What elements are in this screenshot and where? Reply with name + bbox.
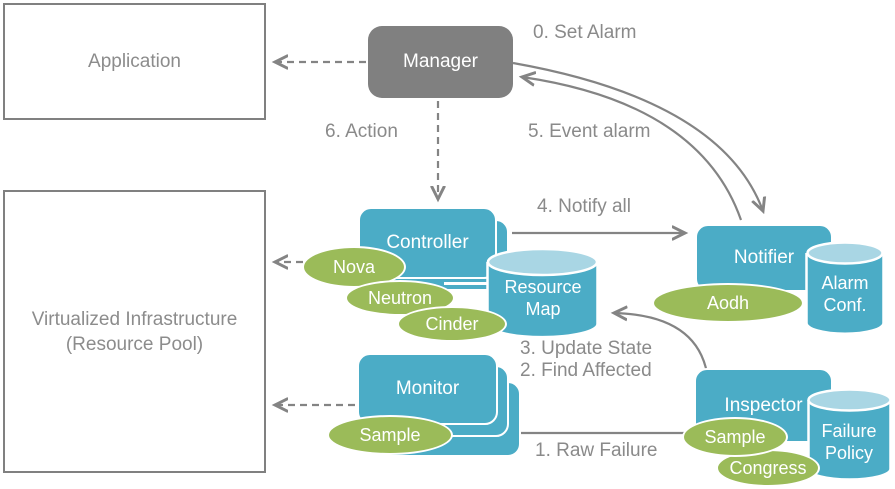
- application-box: Application: [3, 3, 266, 120]
- aodh-ellipse: Aodh: [652, 283, 804, 323]
- label-event-alarm: 5. Event alarm: [528, 121, 651, 142]
- controller-resourcemap-link-1: [444, 282, 492, 285]
- failure-policy-cylinder: [807, 388, 892, 481]
- label-find-affected: 2. Find Affected: [520, 360, 652, 381]
- arc-event-alarm: [522, 77, 743, 221]
- label-notify-all: 4. Notify all: [537, 196, 631, 217]
- nova-label: Nova: [332, 256, 376, 277]
- application-label: Application: [88, 51, 181, 72]
- monitor-sample-ellipse: Sample: [327, 415, 453, 455]
- virtualized-infrastructure-box: Virtualized Infrastructure (Resource Poo…: [3, 190, 266, 473]
- resource-map-cylinder: [486, 247, 599, 339]
- monitor-box: Monitor: [357, 353, 498, 425]
- alarm-conf-cylinder: [805, 241, 885, 335]
- controller-resourcemap-link-2: [444, 298, 492, 301]
- arc-set-alarm: [512, 61, 763, 211]
- label-set-alarm: 0. Set Alarm: [533, 22, 637, 43]
- monitor-sample-label: Sample: [359, 424, 421, 445]
- aodh-label: Aodh: [706, 292, 750, 313]
- manager-box: Manager: [368, 26, 513, 98]
- manager-label: Manager: [403, 51, 478, 72]
- monitor-label: Monitor: [395, 378, 460, 399]
- label-action: 6. Action: [325, 121, 398, 142]
- inspector-label: Inspector: [724, 394, 803, 416]
- inspector-sample-label: Sample: [704, 426, 766, 447]
- cinder-label: Cinder: [425, 313, 479, 334]
- arc-update-state: [614, 313, 709, 374]
- label-update-state: 3. Update State: [520, 338, 653, 359]
- cinder-ellipse: Cinder: [397, 306, 507, 342]
- notifier-label: Notifier: [733, 247, 795, 268]
- alarm-conf-label: Alarm Conf.: [821, 273, 869, 315]
- inspector-sample-ellipse: Sample: [682, 417, 788, 457]
- neutron-label: Neutron: [367, 287, 433, 308]
- failure-policy-label: Failure Policy: [821, 421, 877, 463]
- controller-label: Controller: [386, 232, 469, 253]
- virtualized-infrastructure-label: Virtualized Infrastructure (Resource Poo…: [31, 308, 238, 355]
- resource-map-label: Resource Map: [504, 277, 582, 319]
- congress-label: Congress: [729, 457, 807, 478]
- label-raw-failure: 1. Raw Failure: [535, 440, 658, 461]
